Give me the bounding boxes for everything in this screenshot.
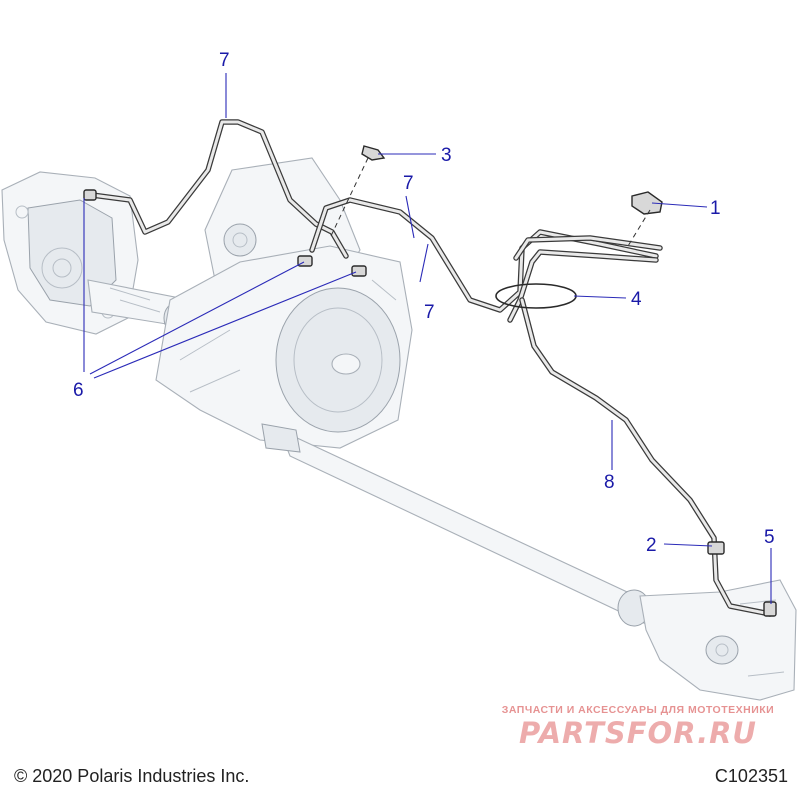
callout-7-middle: 7 [403,173,414,194]
callout-2: 2 [646,535,657,556]
callout-4: 4 [631,289,642,310]
hose-clamp-1 [631,191,663,215]
front-gearcase-illustration [639,579,797,701]
figure-id: C102351 [714,766,788,786]
vent-hose-8 [519,297,773,617]
engine-clutch-cover-illustration [155,245,413,449]
vent-hose-bundle-upper-right [507,235,663,323]
vent-hose-7-middle [309,197,659,313]
hose-fitting-5 [763,601,777,617]
copyright-notice: © 2020 Polaris Industries Inc. [14,766,250,786]
front-propshaft-illustration [261,423,651,627]
hose-fitting-3 [361,145,386,161]
cable-tie-4 [495,283,577,309]
hose-fitting-6 [83,189,367,277]
watermark-tagline: ЗАПЧАСТИ И АКСЕССУАРЫ ДЛЯ МОТОТЕХНИКИ [501,704,775,716]
callout-3: 3 [441,145,452,166]
callout-6: 6 [73,380,84,401]
callout-1: 1 [710,198,721,219]
leader-lines [83,73,772,604]
callout-5: 5 [764,527,775,548]
assembly-line-1 [627,209,651,247]
hose-clip-2 [707,541,725,555]
watermark: ЗАПЧАСТИ И АКСЕССУАРЫ ДЛЯ МОТОТЕХНИКИ PA… [488,704,788,756]
assembly-line-3 [329,157,369,239]
callout-7-top: 7 [219,50,230,71]
watermark-brand: PARTSFOR.RU [519,716,757,750]
callout-7-lower: 7 [424,302,435,323]
callout-8: 8 [604,472,615,493]
